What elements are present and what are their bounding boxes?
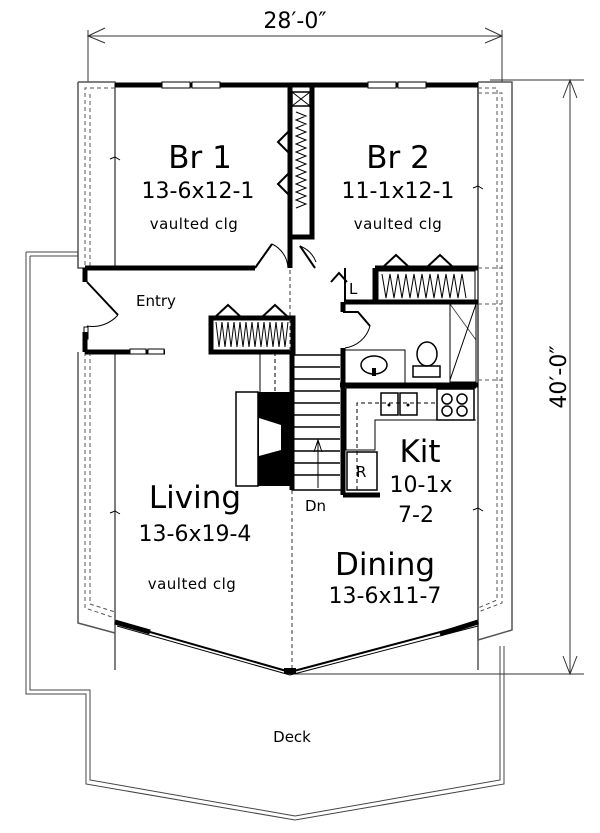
room-size-line1: 10-1x [390,473,453,498]
deck [25,251,505,821]
depth-dimension [290,78,584,676]
room-name: Living [149,480,241,516]
front-wall [114,619,479,676]
kitchen-counters [345,387,476,491]
linen-closet-label: L [349,280,358,298]
entry-closet [208,303,296,355]
top-windows [129,81,427,355]
center-closet [276,82,315,240]
room-size: 13-6x11-7 [329,584,442,609]
room-dining: Dining 13-6x11-7 [329,547,442,609]
room-name: Br 1 [168,140,232,176]
entry-label: Entry [136,292,176,310]
hall-closets [330,253,476,302]
stairs [289,352,343,491]
overall-width-label: 28′-0″ [263,9,326,34]
room-note: vaulted clg [150,215,239,233]
room-name: Br 2 [366,140,430,176]
side-walls [77,81,513,670]
bedroom-doors [254,243,317,269]
room-living: Living 13-6x19-4 vaulted clg [139,480,252,593]
entry-door [83,281,119,340]
room-note: vaulted clg [148,575,237,593]
room-name: Dining [335,547,435,583]
room-dividers [289,270,293,670]
room-note: vaulted clg [354,215,443,233]
room-size-line2: 7-2 [398,503,434,528]
wall-break-marks [109,156,484,515]
room-size: 13-6x19-4 [139,522,252,547]
refrigerator-label: R [356,463,366,481]
fireplace [235,352,292,487]
deck-label: Deck [273,728,311,746]
side-walls-dashed [84,87,503,619]
width-dimension [86,27,504,82]
stairs-down-label: Dn [305,497,326,515]
room-br2: Br 2 11-1x12-1 vaulted clg [342,140,455,233]
room-size: 11-1x12-1 [342,179,455,204]
room-kitchen: Kit 10-1x 7-2 [390,434,453,528]
room-name: Kit [399,434,440,470]
overall-depth-label: 40′-0″ [547,345,572,408]
room-size: 13-6x12-1 [142,179,255,204]
bathroom [343,303,477,384]
room-br1: Br 1 13-6x12-1 vaulted clg [142,140,255,233]
